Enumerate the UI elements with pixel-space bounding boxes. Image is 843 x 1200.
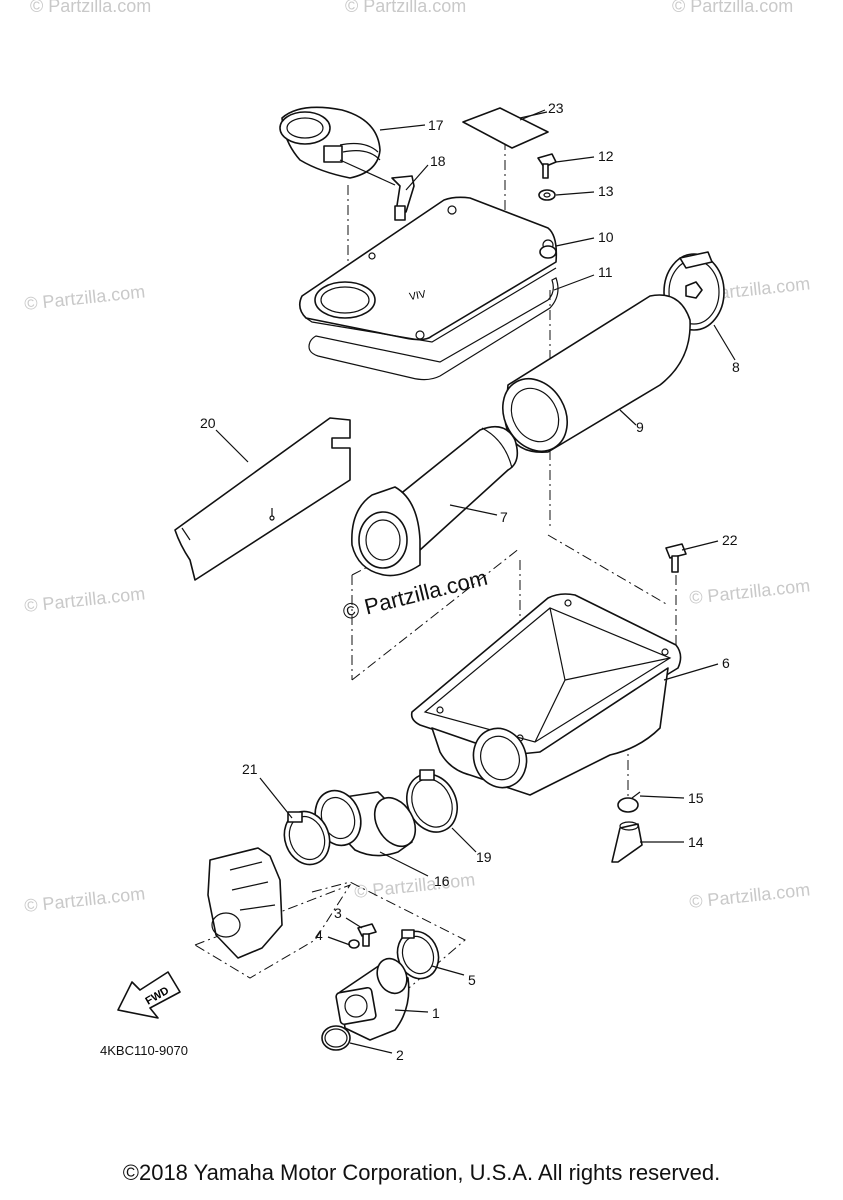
callout-18: 18 [430, 153, 446, 169]
part-19-clamp-band[interactable] [398, 766, 467, 841]
part-1-intake-manifold[interactable] [335, 954, 412, 1041]
callout-12: 12 [598, 148, 614, 164]
part-3-bolt[interactable] [357, 923, 377, 947]
callout-21: 21 [242, 761, 258, 777]
callout-17: 17 [428, 117, 444, 133]
callout-11: 11 [598, 264, 613, 280]
leader-lines [215, 109, 736, 1054]
part-14-drain-plug[interactable] [611, 821, 643, 863]
part-17-intake-duct[interactable] [279, 106, 381, 179]
fwd-arrow-icon: FWD [117, 971, 181, 1019]
part-18-breather-hose[interactable] [339, 159, 415, 221]
watermark: © Partzilla.com [353, 869, 476, 902]
callout-7: 7 [500, 509, 508, 525]
part-4-washer[interactable] [348, 939, 360, 949]
watermark: © Partzilla.com [688, 879, 811, 912]
center-watermark: © Partzilla.com [340, 565, 490, 625]
part-5-clamp-band[interactable] [391, 926, 445, 985]
part-13-washer[interactable] [538, 189, 556, 201]
part-6-air-box-case[interactable] [410, 593, 682, 796]
callout-13: 13 [598, 183, 614, 199]
part-2-o-ring[interactable] [321, 1025, 351, 1051]
lid-marking: ΛIΛ [408, 287, 426, 301]
part-11-gasket[interactable] [308, 277, 559, 381]
callout-labels: 17 18 23 12 13 10 11 8 9 7 20 22 6 15 14… [200, 100, 740, 1063]
callout-15: 15 [688, 790, 704, 806]
callout-1: 1 [432, 1005, 440, 1021]
watermark: © Partzilla.com [23, 281, 146, 314]
callout-3: 3 [334, 905, 342, 921]
diagram-code: 4KBC110-9070 [100, 1043, 188, 1058]
part-12-bolt[interactable] [537, 153, 557, 179]
engine-reference [193, 847, 352, 979]
watermark: © Partzilla.com [672, 0, 793, 16]
part-7-filter-guide[interactable] [351, 425, 519, 577]
callout-8: 8 [732, 359, 740, 375]
callout-9: 9 [636, 419, 644, 435]
part-9-filter-element[interactable] [490, 294, 691, 463]
watermark: © Partzilla.com [688, 575, 811, 608]
part-21-clamp-band[interactable] [277, 805, 337, 871]
part-20-screen[interactable] [174, 417, 351, 581]
part-22-bolt[interactable] [665, 543, 687, 573]
watermark: © Partzilla.com [30, 0, 151, 16]
callout-10: 10 [598, 229, 614, 245]
callout-5: 5 [468, 972, 476, 988]
watermark: © Partzilla.com [345, 0, 466, 16]
callout-4: 4 [315, 927, 323, 943]
part-10-grommet[interactable] [539, 245, 557, 259]
callout-2: 2 [396, 1047, 404, 1063]
part-15-clip[interactable] [617, 791, 641, 813]
callout-23: 23 [548, 100, 564, 116]
watermark: © Partzilla.com [23, 883, 146, 916]
part-air-box-cover[interactable]: ΛIΛ [298, 196, 558, 343]
callout-6: 6 [722, 655, 730, 671]
copyright-notice: ©2018 Yamaha Motor Corporation, U.S.A. A… [122, 1160, 721, 1185]
callout-16: 16 [434, 873, 450, 889]
callout-20: 20 [200, 415, 216, 431]
callout-22: 22 [722, 532, 738, 548]
callout-14: 14 [688, 834, 704, 850]
callout-19: 19 [476, 849, 492, 865]
watermark: © Partzilla.com [23, 583, 146, 616]
